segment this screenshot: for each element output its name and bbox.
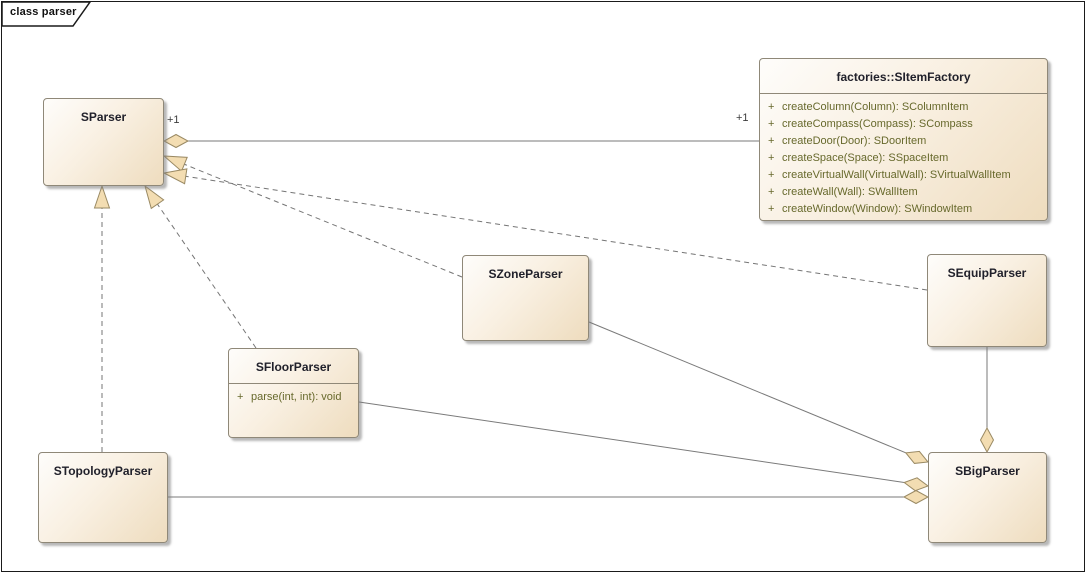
class-sbigparser[interactable]: SBigParser <box>928 452 1047 543</box>
method-row[interactable]: + createWindow(Window): SWindowItem <box>760 201 1047 218</box>
method-signature: createWindow(Window): SWindowItem <box>782 203 973 215</box>
method-signature: createDoor(Door): SDoorItem <box>782 135 927 147</box>
method-signature: createColumn(Column): SColumnItem <box>782 101 969 113</box>
class-stopologyparser[interactable]: STopologyParser <box>38 452 168 543</box>
method-row[interactable]: + createVirtualWall(VirtualWall): SVirtu… <box>760 167 1047 184</box>
method-row[interactable]: + createSpace(Space): SSpaceItem <box>760 150 1047 167</box>
class-name: SFloorParser <box>255 360 332 374</box>
method-row[interactable]: + parse(int, int): void <box>229 389 358 406</box>
compartment-separator <box>229 383 358 384</box>
method-row[interactable]: + createWall(Wall): SWallItem <box>760 184 1047 201</box>
method-visibility: + <box>768 118 775 130</box>
method-row[interactable]: + createDoor(Door): SDoorItem <box>760 133 1047 150</box>
class-name: STopologyParser <box>53 464 153 478</box>
compartment-separator <box>760 93 1047 94</box>
method-signature: createVirtualWall(VirtualWall): SVirtual… <box>782 169 1011 181</box>
connector-sfloorparser-sparser[interactable] <box>145 186 257 349</box>
class-sfloorparser[interactable]: SFloorParser + parse(int, int): void <box>228 348 359 438</box>
multiplicity-label-factory-end: +1 <box>736 112 749 124</box>
method-visibility: + <box>768 135 775 147</box>
methods-compartment: + parse(int, int): void <box>229 384 358 406</box>
method-signature: createCompass(Compass): SCompass <box>782 118 973 130</box>
connector-szoneparser-sparser[interactable] <box>164 156 463 278</box>
method-visibility: + <box>768 152 775 164</box>
class-name: SParser <box>80 110 127 124</box>
frame-tab <box>1 1 92 27</box>
class-name: SEquipParser <box>947 266 1027 280</box>
method-row[interactable]: + createCompass(Compass): SCompass <box>760 116 1047 133</box>
class-name: SZoneParser <box>488 267 563 281</box>
connector-szoneparser-sbigparser[interactable] <box>588 321 928 462</box>
class-sparser[interactable]: SParser <box>43 98 164 186</box>
class-name: factories::SItemFactory <box>836 70 971 84</box>
method-signature: parse(int, int): void <box>251 391 342 403</box>
method-visibility: + <box>237 391 244 403</box>
class-sequipparser[interactable]: SEquipParser <box>927 254 1047 347</box>
method-visibility: + <box>768 101 775 113</box>
method-signature: createWall(Wall): SWallItem <box>782 186 918 198</box>
class-header: factories::SItemFactory <box>760 59 1047 93</box>
frame-title: class parser <box>10 6 77 18</box>
method-signature: createSpace(Space): SSpaceItem <box>782 152 949 164</box>
method-visibility: + <box>768 186 775 198</box>
method-visibility: + <box>768 169 775 181</box>
class-szoneparser[interactable]: SZoneParser <box>462 255 589 341</box>
multiplicity-label-sparser-end: +1 <box>167 114 180 126</box>
methods-compartment: + createColumn(Column): SColumnItem + cr… <box>760 94 1047 218</box>
class-sitemfactory[interactable]: factories::SItemFactory + createColumn(C… <box>759 58 1048 221</box>
class-name: SBigParser <box>955 464 1020 478</box>
class-header: SFloorParser <box>229 349 358 383</box>
connector-sequipparser-sparser[interactable] <box>164 173 928 291</box>
method-row[interactable]: + createColumn(Column): SColumnItem <box>760 99 1047 116</box>
connector-sfloorparser-sbigparser[interactable] <box>358 401 928 486</box>
method-visibility: + <box>768 203 775 215</box>
